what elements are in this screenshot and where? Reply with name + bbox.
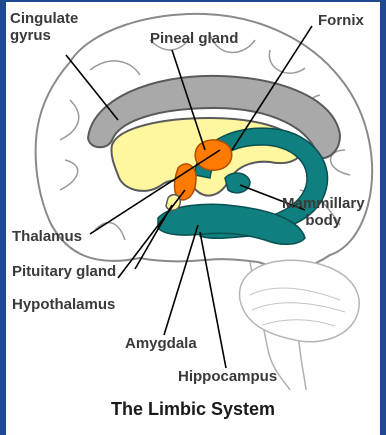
label-hippocampus: Hippocampus — [178, 368, 277, 385]
label-hypothalamus: Hypothalamus — [12, 296, 115, 313]
cerebellum — [240, 260, 360, 341]
diagram-title: The Limbic System — [0, 399, 386, 420]
label-pituitary-gland: Pituitary gland — [12, 263, 116, 280]
label-cingulate-gyrus: Cingulate gyrus — [10, 10, 78, 44]
label-thalamus: Thalamus — [12, 228, 82, 245]
label-pineal-gland: Pineal gland — [150, 30, 238, 47]
pituitary-gland-shape — [166, 195, 180, 211]
label-fornix: Fornix — [318, 12, 364, 29]
mammillary-body-shape — [225, 173, 250, 193]
label-amygdala: Amygdala — [125, 335, 197, 352]
label-mammillary-body: Mammillary body — [282, 195, 365, 229]
